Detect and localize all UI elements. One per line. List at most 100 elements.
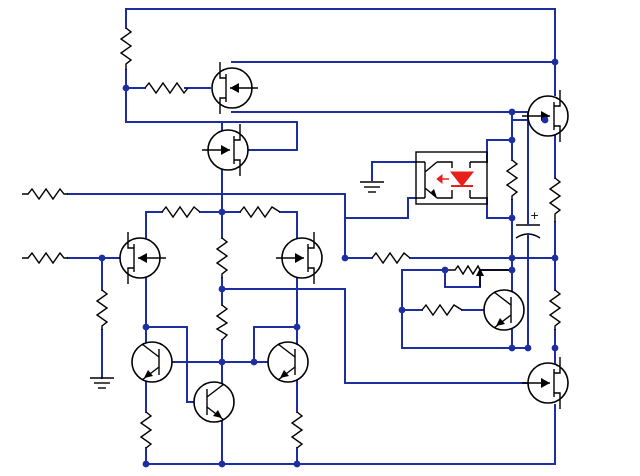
optocoupler-package [415, 151, 488, 205]
transistor-q7-body [193, 381, 235, 423]
transistor-q7 [193, 381, 235, 423]
wire-opto-in [344, 197, 409, 219]
transistor-q2-leads [234, 124, 241, 176]
resistor-r-diff-l [161, 205, 201, 219]
potentiometer-arrowhead [476, 268, 484, 276]
transistor-q3-leads [127, 232, 134, 284]
junction-node [541, 116, 549, 124]
junction-node [508, 108, 516, 116]
transistor-q6-collector [277, 343, 296, 358]
transistor-q-vbe-body [483, 289, 525, 331]
junction-node [551, 344, 559, 352]
resistor-r-gnd [95, 289, 109, 330]
junction-node [122, 84, 130, 92]
transistor-q3-arrow [138, 253, 147, 263]
transistor-q2 [202, 124, 249, 176]
transistor-q9-arrow [541, 378, 550, 388]
transistor-q1-leads [219, 62, 226, 114]
resistor-r-q6 [290, 411, 304, 449]
resistor-r-in2 [22, 251, 68, 265]
resistor-r2 [144, 81, 189, 95]
wire-cap-line [511, 111, 529, 216]
junction-node [508, 254, 516, 262]
optocoupler-leads [416, 161, 487, 199]
resistor-r1 [119, 27, 133, 70]
resistor-r-right1 [548, 177, 562, 222]
transistors [119, 62, 569, 423]
resistor-r-vbe [421, 303, 463, 317]
junction-node [293, 460, 301, 468]
transistor-q6 [267, 341, 309, 383]
wire-opto-out-top [486, 111, 513, 163]
wires [67, 8, 556, 465]
junction-node [508, 266, 516, 274]
transistor-q8-leads [554, 90, 561, 142]
resistors [22, 27, 562, 449]
transistor-q5 [131, 341, 173, 383]
junction-node [218, 460, 226, 468]
transistor-q8 [522, 90, 569, 142]
wire-opto-out-bot [486, 197, 513, 219]
junction-node [341, 254, 349, 262]
transistor-q-vbe [483, 289, 525, 331]
transistor-q9 [522, 357, 569, 409]
transistor-q4-leads [308, 232, 315, 284]
junction-node [551, 254, 559, 262]
transistor-q7-arrow [213, 410, 222, 418]
junction-nodes [98, 58, 559, 468]
transistor-q5-arrow [144, 370, 153, 378]
transistor-q1 [211, 62, 258, 114]
resistor-r-q5 [139, 411, 153, 449]
wire-top-rail [125, 8, 556, 61]
wire-left-mid [125, 69, 298, 151]
resistor-r-in1 [22, 187, 68, 201]
light-arrow-head [436, 173, 443, 185]
junction-node [508, 214, 516, 222]
resistor-r-center1 [215, 237, 229, 278]
transistor-q4-arrow [295, 253, 304, 263]
wire-mid-horiz [221, 288, 531, 384]
transistor-q3 [119, 232, 166, 284]
ground-symbol-left [90, 377, 114, 389]
transistor-q4 [276, 232, 323, 284]
wire-vbe-left [401, 269, 529, 349]
transistor-q1-arrow [230, 83, 239, 93]
resistor-r-out [371, 251, 411, 265]
capacitor-polarity-label: + [530, 209, 539, 222]
junction-node [398, 306, 406, 314]
junction-node [293, 323, 301, 331]
junction-node [441, 266, 449, 274]
resistor-r-center2 [215, 304, 229, 341]
capacitor-c1: + [515, 209, 541, 246]
junction-node [142, 460, 150, 468]
potentiometer-vbe [445, 264, 512, 276]
transistor-q7-collector [206, 383, 225, 398]
junction-node [250, 358, 258, 366]
transistor-q6-arrow [280, 370, 289, 378]
junction-node [218, 285, 226, 293]
transistor-q6-body [267, 341, 309, 383]
junction-node [551, 58, 559, 66]
junction-node [98, 254, 106, 262]
junction-node [218, 208, 226, 216]
wire-mirror-r [253, 326, 298, 363]
transistor-q5-collector [141, 343, 160, 358]
junction-node [508, 344, 516, 352]
transistor-q-vbe-arrow [496, 318, 505, 326]
transistor-q9-leads [554, 357, 561, 409]
wire-input-1 [67, 193, 346, 259]
optocoupler-emitter-arrow [431, 189, 437, 198]
junction-node [524, 344, 532, 352]
junction-node [508, 136, 516, 144]
junction-node [218, 358, 226, 366]
resistor-r-opto [505, 159, 519, 200]
wire-opto-gnd [371, 161, 417, 181]
optocoupler [415, 151, 488, 205]
led-icon [449, 171, 475, 187]
wire-vbe-box [401, 269, 513, 288]
junction-node [142, 323, 150, 331]
ground-symbol-opto [360, 181, 384, 193]
resistor-r-right2 [548, 289, 562, 330]
transistor-q5-body [131, 341, 173, 383]
